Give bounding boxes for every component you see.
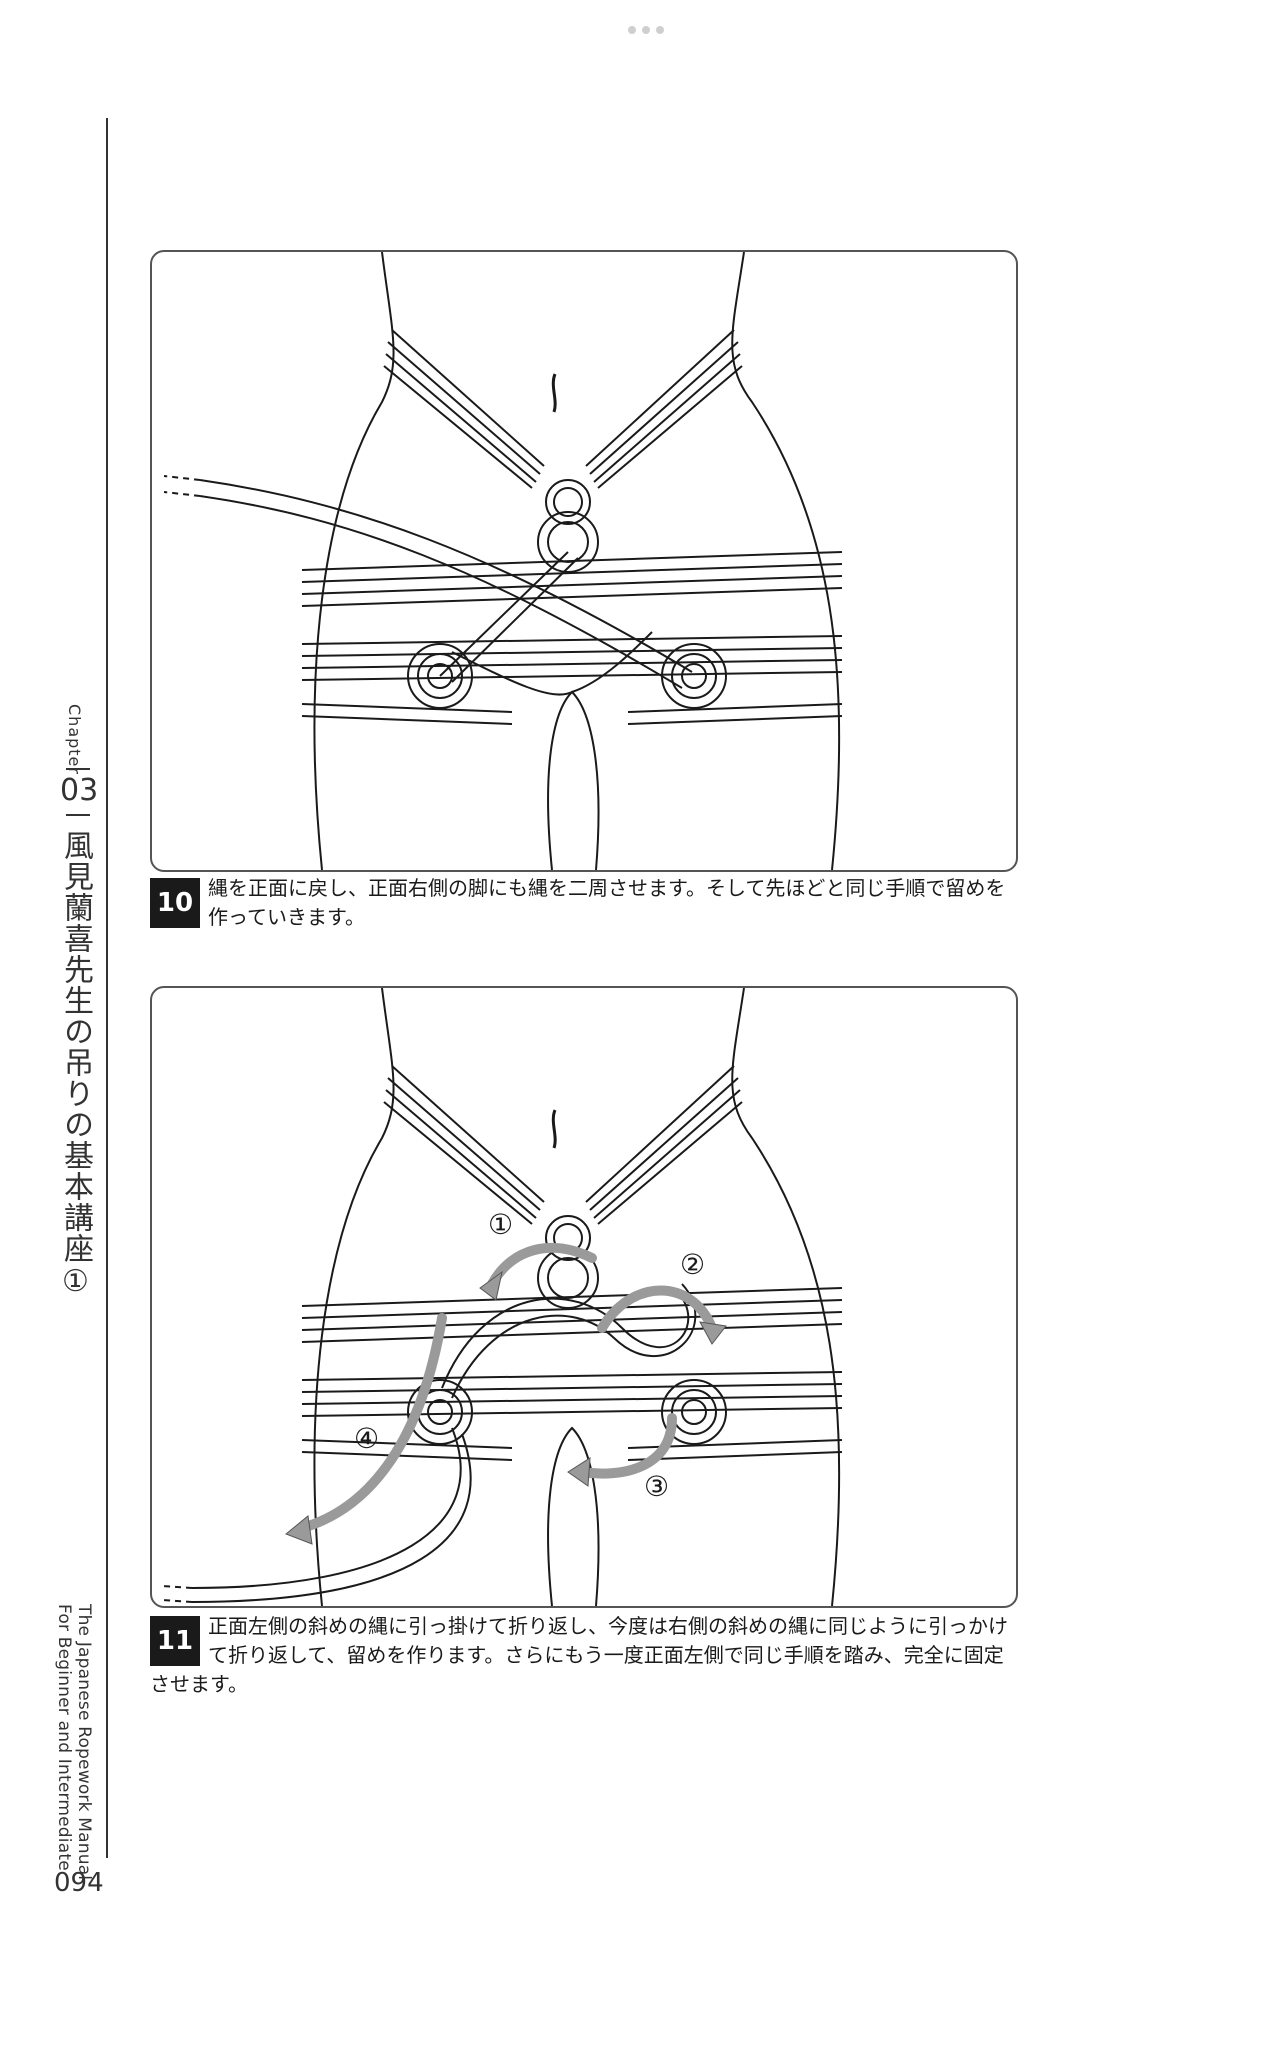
dot xyxy=(628,26,636,34)
chapter-divider xyxy=(66,768,90,770)
chapter-divider xyxy=(66,814,90,816)
illustration-panel-step-10 xyxy=(150,250,1018,872)
page-indicator-dots xyxy=(628,26,668,36)
book-title-line2: For Beginner and Intermediate xyxy=(54,1604,74,1871)
dot xyxy=(656,26,664,34)
rope-illustration-10 xyxy=(163,252,843,870)
illustration-panel-step-11: ① ② ③ ④ xyxy=(150,986,1018,1608)
chapter-title: 風見蘭喜先生の吊りの基本講座① xyxy=(58,830,93,1300)
rope-illustration-11: ① ② ③ ④ xyxy=(161,988,843,1606)
step-caption-11: 11 正面左側の斜めの縄に引っ掛けて折り返し、今度は右側の斜めの縄に同じように引… xyxy=(150,1612,1020,1699)
marker-4: ④ xyxy=(354,1422,379,1455)
chapter-number: 03 xyxy=(60,773,99,808)
step-caption-10: 10 縄を正面に戻し、正面右側の脚にも縄を二周させます。そして先ほどと同じ手順で… xyxy=(150,874,1020,932)
book-title: The Japanese Ropework Manual For Beginne… xyxy=(54,1604,94,1880)
step-number-badge: 10 xyxy=(150,878,200,928)
step-text: 縄を正面に戻し、正面右側の脚にも縄を二周させます。そして先ほどと同じ手順で留めを… xyxy=(208,876,1006,929)
page-number: 094 xyxy=(54,1868,104,1898)
step-number-badge: 11 xyxy=(150,1616,200,1666)
margin-rule xyxy=(106,118,108,1858)
marker-2: ② xyxy=(680,1248,705,1281)
marker-1: ① xyxy=(488,1208,513,1241)
marker-3: ③ xyxy=(644,1470,669,1503)
book-title-line1: The Japanese Ropework Manual xyxy=(74,1604,94,1881)
step-text: 正面左側の斜めの縄に引っ掛けて折り返し、今度は右側の斜めの縄に同じように引っかけ… xyxy=(150,1614,1008,1696)
chapter-label: Chapter xyxy=(65,704,84,775)
dot xyxy=(642,26,650,34)
